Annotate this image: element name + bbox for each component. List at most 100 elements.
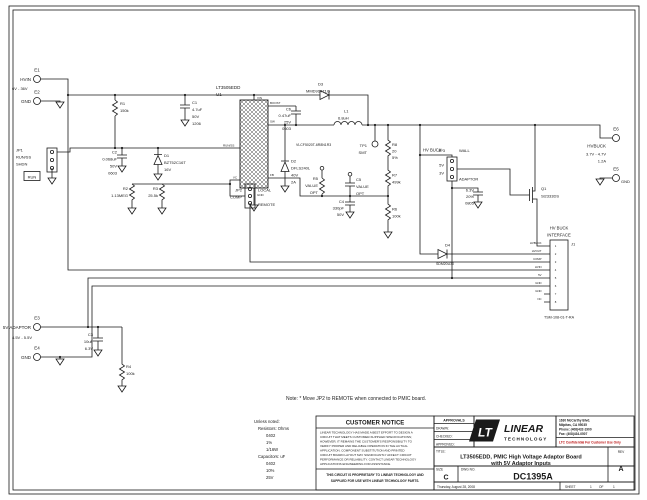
l1-ref: L1: [344, 109, 349, 114]
ground-symbol: [117, 385, 127, 393]
inner-border: [12, 9, 636, 491]
testpoint-tp1: [371, 140, 379, 148]
j1-pin-name: GND: [535, 281, 541, 285]
ground-symbol: [55, 358, 65, 366]
u1-ref: U1: [216, 92, 222, 97]
size-label: SIZE: [436, 468, 443, 472]
diode-d1: [153, 154, 163, 174]
notice-body-line: HOWEVER, IT REMAINS THE CUSTOMER'S RESPO…: [320, 440, 413, 444]
resistor-r2: [128, 183, 136, 208]
notice-body-line: VERIFY PROPER AND RELIABLE OPERATION IN …: [320, 444, 408, 448]
jp3-alt1: 5V: [439, 163, 444, 168]
capacitor-c6: [291, 110, 301, 115]
ground-symbol: [180, 119, 190, 127]
address-line2: Milpitas, CA 95035: [559, 423, 587, 427]
ground-symbol: [473, 201, 483, 209]
r5-open-terminal: [319, 165, 325, 171]
c2-ref: C2: [112, 150, 118, 155]
e5-label: GND: [621, 179, 630, 184]
jp1-body: [46, 147, 58, 173]
ground-symbol: [249, 204, 259, 212]
jp2-ref: JP2: [235, 188, 243, 193]
r2-value: 1.13MEG: [111, 193, 128, 198]
e5-ref: E5: [613, 167, 619, 172]
e1-ref: E1: [34, 68, 40, 73]
drawing-date: Thursday, August 28, 2008: [437, 485, 475, 489]
schematic-labels: E1 HVIN 6V - 36V E2 GND E3 5V ADAPTOR 4.…: [3, 68, 630, 403]
d2-volt: 40V: [291, 173, 298, 178]
c1-ref: C1: [192, 100, 198, 105]
defaults-line: Unless noted:: [254, 419, 280, 424]
tp1-type: SMT: [359, 150, 368, 155]
terminal-e2: [33, 97, 41, 105]
j1-ref: J1: [571, 242, 576, 247]
j1-pin-name: HVIN: [535, 265, 542, 269]
approvals-checked: CHECKED:: [436, 435, 453, 439]
e6-ref: E6: [613, 127, 619, 132]
dwg-label: DWG NO.: [461, 468, 475, 472]
u1-part: LT3505EDD: [216, 85, 241, 90]
j1-part: TSM-108-01-T-RA: [544, 316, 575, 320]
terminal-e3: [33, 323, 41, 331]
approvals-approved: APPROVED:: [436, 443, 455, 447]
r5-note: OPT: [310, 190, 319, 195]
date-band: [433, 481, 635, 491]
c4-value: 330pF: [333, 206, 345, 211]
j1-pin-num: 6: [555, 284, 557, 288]
c2-value: 0.068uF: [102, 157, 117, 162]
sheet-label: SHEET: [565, 485, 576, 489]
wire-comp-net: [132, 179, 245, 197]
notice-body-line: CIRCUIT BOARD LAYOUT MAY SIGNIFICANTLY A…: [320, 453, 412, 457]
customer-notice-header: CUSTOMER NOTICE: [346, 421, 405, 427]
hv-buck-net-label: HV BUCK: [423, 148, 442, 153]
diode-d3: [319, 89, 330, 101]
d2-part: DFLS240L: [291, 166, 311, 171]
j1-pin-num: 4: [555, 268, 557, 272]
wire-5v-adaptor-net: [40, 277, 544, 350]
j1-pin-num: 8: [555, 300, 557, 304]
diode-d2: [280, 160, 290, 172]
title-label: TITLE:: [436, 450, 446, 454]
c3-volt: 6.3V: [85, 346, 94, 351]
c2-size: 0603: [108, 171, 118, 176]
capacitor-c7: [473, 191, 483, 196]
c6-size: 0603: [282, 126, 292, 131]
defaults-line: 1/16W: [266, 447, 278, 452]
r8-tol: 5%: [392, 155, 398, 160]
notice-footer1: THIS CIRCUIT IS PROPRIETARY TO LINEAR TE…: [326, 473, 424, 477]
u1-pin-fb: FB: [270, 173, 274, 177]
c4-ref: C4: [339, 199, 345, 204]
j1-pin-name: COMP: [533, 257, 542, 261]
address-line3: Phone: (408)432-1900: [559, 428, 592, 432]
resistor-r1: [111, 99, 119, 117]
jumper-jp2: [244, 183, 256, 209]
e3-ref: E3: [34, 316, 40, 321]
jp2-body: [244, 183, 256, 209]
defaults-line: Resistors: Ohms: [258, 426, 289, 431]
ground-symbol: [345, 211, 355, 219]
u1-pin-runss: RUN/SS: [223, 144, 234, 148]
e6-range: 3.7V - 4.7V: [586, 152, 606, 157]
jumper-jp3: [446, 156, 458, 182]
e3-label: 5V ADAPTOR: [3, 325, 32, 330]
drawing-title-line1: LT3505EDD, PMIC High Voltage Adaptor Boa…: [460, 455, 582, 461]
defaults-block: Unless noted: Resistors: Ohms 0402 1% 1/…: [254, 419, 289, 480]
sheet-of-label: OF: [599, 485, 603, 489]
j1-pin-name: GND: [535, 289, 541, 293]
c3-ref: C3: [88, 332, 94, 337]
j1-title2: INTERFACE: [547, 233, 571, 238]
wire-jp3-q1-net: [420, 154, 530, 278]
r2-ref: R2: [123, 186, 129, 191]
r8-ref: R8: [392, 142, 398, 147]
notice-body-line: APPLICATION. COMPONENT SUBSTITUTION AND …: [320, 449, 405, 453]
defaults-line: 25V: [266, 475, 274, 480]
ground-symbol: [280, 185, 290, 193]
ground-symbol: [383, 231, 393, 239]
e2-ref: E2: [34, 90, 40, 95]
notice-body-line: APPLICATIONS ENGINEERING FOR ASSISTANCE.: [320, 462, 391, 466]
confidential-note: LTC Confidential For Customer Use Only: [559, 441, 621, 445]
defaults-line: 1%: [266, 440, 272, 445]
drawing-title-line2: with 5V Adaptor Inputs: [490, 461, 551, 467]
